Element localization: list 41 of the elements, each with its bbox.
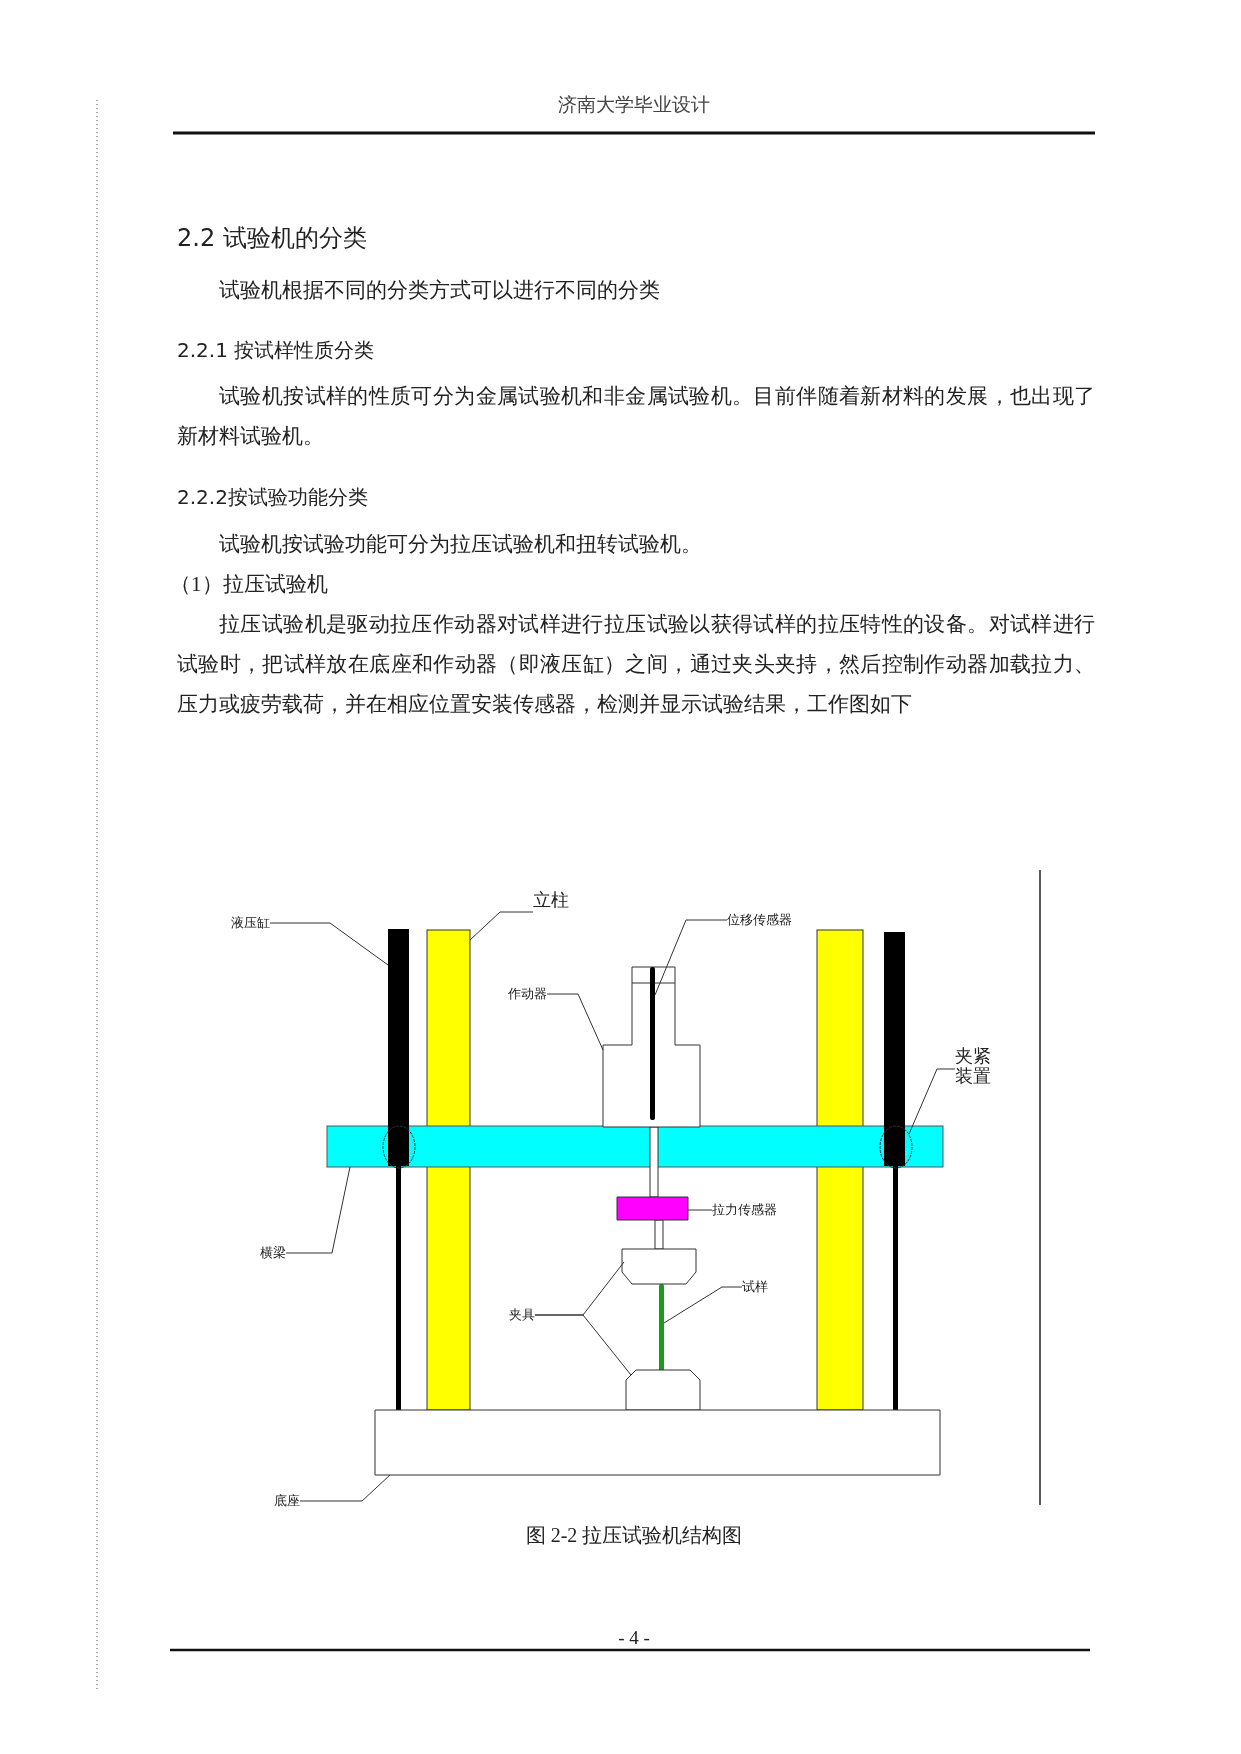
figure-caption: 图 2-2 拉压试验机结构图 [524,1523,744,1548]
part-label: 试样 [742,1279,774,1295]
page-header: 济南大学毕业设计 [557,93,711,117]
column [816,929,864,1411]
column [426,929,471,1411]
subsection-heading: 2.2.2按试验功能分类 [177,484,369,511]
part-label: 拉力传感器 [712,1202,784,1218]
displacement-sensor-rod [650,967,655,1120]
load-cell [616,1196,689,1250]
hydraulic-cylinder [884,932,905,1410]
leader-line [269,922,389,966]
section-heading: 2.2 试验机的分类 [177,223,368,254]
leader-line [687,1209,713,1211]
leader-line [534,1314,632,1376]
upper-grip [621,1248,697,1285]
paragraph: 试验机根据不同的分类方式可以进行不同的分类 [218,277,661,304]
actuator [602,966,701,1198]
part-label: 夹具 [503,1307,535,1323]
leader-line [546,993,604,1051]
part-label: 液压缸 [222,915,270,931]
lower-grip [625,1369,701,1411]
paragraph: 试验机按试验功能可分为拉压试验机和扭转试验机。 [218,531,703,558]
leader-line [469,911,534,941]
page-number: - 4 - [617,1626,651,1650]
paragraph: 试验机按试样的性质可分为金属试验机和非金属试验机。目前伴随着新材料的发展，也出现了新材料试验机。 [177,383,1095,450]
leader-line [908,1068,956,1135]
leader-line [299,1474,391,1502]
paragraph: 拉压试验机是驱动拉压作动器对试样进行拉压试验以获得试样的拉压特性的设备。对试样进行试验时，把试样放在底座和作动器（即液压缸）之间，通过夹头夹持，然后控制作动器加载拉力、压力或疲劳载荷，并在相应位置安装传感器，检测并显示试验结果，工作图如下 [177,611,1095,718]
leader-line [285,1166,351,1254]
part-label: 横梁 [254,1245,286,1261]
hydraulic-cylinder [388,929,409,1410]
part-label: 夹紧装置 [955,1046,995,1086]
subsection-heading: 2.2.1 按试样性质分类 [177,337,376,364]
part-label: 底座 [268,1493,300,1509]
list-heading: （1）拉压试验机 [170,571,329,598]
part-label: 立柱 [533,889,575,911]
leader-line [663,1286,743,1324]
leader-line [654,919,728,996]
crossbeam [326,1125,944,1168]
part-label: 位移传感器 [727,912,799,928]
part-label: 作动器 [502,986,547,1002]
